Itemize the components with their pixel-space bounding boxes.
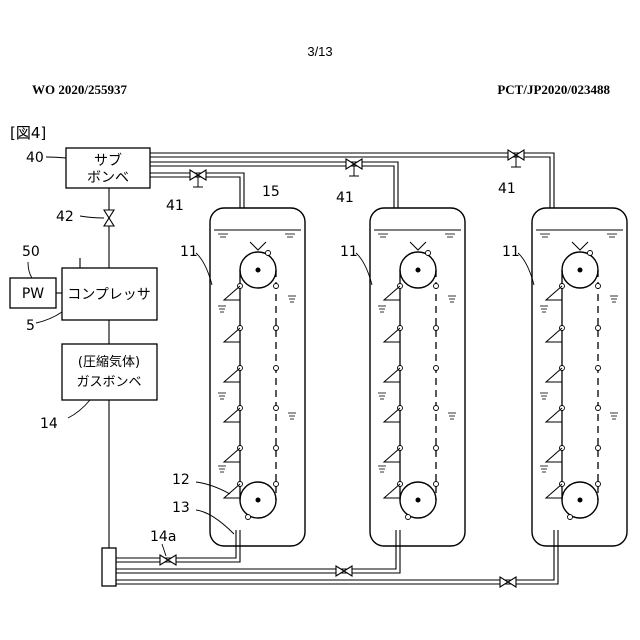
ref-41-tank-1: 41 [166, 198, 184, 214]
ref-14: 14 [40, 416, 58, 432]
ref-5: 5 [26, 318, 35, 334]
ref-11-tank-1: 11 [180, 244, 198, 260]
valve-tank-2-supply [336, 566, 352, 576]
tank-2 [370, 208, 465, 546]
tank-1 [210, 208, 305, 546]
ref-12: 12 [172, 472, 190, 488]
ref-13: 13 [172, 500, 190, 516]
gas-cylinder-line1: (圧縮気体) [78, 354, 140, 370]
sub-cylinder-line2: ボンベ [87, 170, 129, 186]
ref-40: 40 [26, 150, 44, 166]
ref-15: 15 [262, 184, 280, 200]
valve-42 [104, 210, 114, 226]
ref-50: 50 [22, 244, 40, 260]
tank-3 [532, 208, 627, 546]
ref-42: 42 [56, 209, 74, 225]
ref-11-tank-3: 11 [502, 244, 520, 260]
power-label: PW [22, 286, 44, 302]
ref-14a: 14a [150, 529, 176, 545]
valve-tank-3-supply [500, 577, 516, 587]
ref-41-tank-2: 41 [336, 190, 354, 206]
gas-cylinder-box [62, 344, 157, 400]
manifold [102, 548, 116, 586]
valve-14a [160, 555, 176, 565]
sub-cylinder-line1: サブ [94, 152, 122, 169]
ref-41-tank-3: 41 [498, 181, 516, 197]
ref-11-tank-2: 11 [340, 244, 358, 260]
compressor-label: コンプレッサ [67, 287, 151, 303]
gas-cylinder-line2: ガスボンベ [76, 375, 141, 390]
